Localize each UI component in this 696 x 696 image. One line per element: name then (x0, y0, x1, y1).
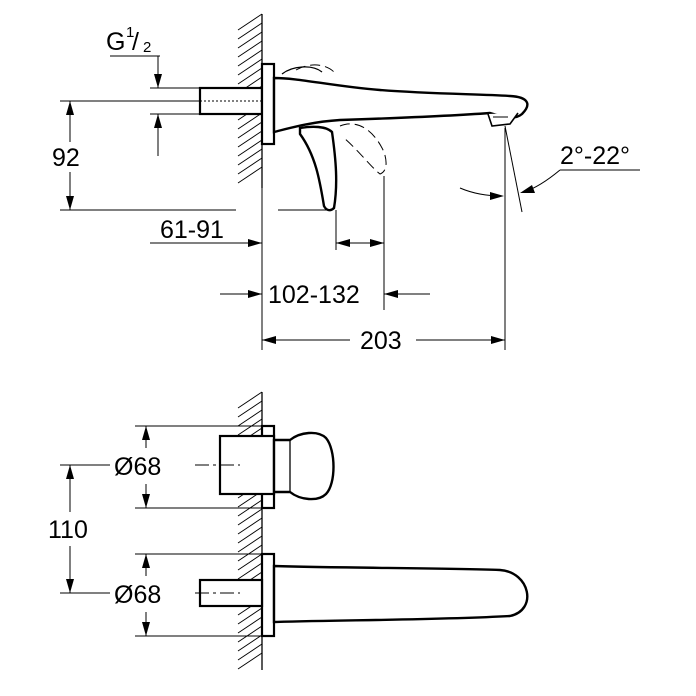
side-view: G 1 / 2 92 61-91 (52, 13, 640, 355)
handle-assembly (218, 424, 335, 510)
wall-hatch-line (237, 526, 263, 544)
wall-hatch-line (237, 31, 263, 49)
wall-hatch-line (237, 400, 263, 418)
wall-hatch-line (237, 49, 263, 67)
lever-range-label: 102-132 (268, 281, 360, 309)
lever-handle (298, 125, 338, 212)
lever-alt-position (339, 123, 387, 175)
wall-hatch-line (237, 634, 263, 652)
wall-hatch-line (237, 112, 263, 130)
wall-hatch-line (237, 22, 263, 40)
svg-text:/: / (132, 28, 139, 56)
projection-label: 203 (360, 327, 402, 355)
wall-hatch-line (237, 652, 263, 670)
angle-dimension: 2°-22° (459, 125, 640, 213)
spout-body (272, 76, 529, 134)
wall-hatch-line (237, 544, 263, 562)
wall-hatch-line (237, 13, 263, 31)
wall-hatch-line (237, 121, 263, 139)
wall-hatch-line (237, 409, 263, 427)
wall-hatch-line (237, 616, 263, 634)
thread-dimension: G 1 / 2 (106, 24, 200, 156)
angle-label: 2°-22° (560, 142, 630, 170)
wall-hatch-line (237, 391, 263, 409)
wall-hatch-line (237, 562, 263, 580)
side-rosette (260, 62, 276, 146)
wall-hatch-line (237, 148, 263, 166)
spout-top-view (198, 552, 529, 638)
wall-hatch-line (237, 139, 263, 157)
front-wall (237, 391, 263, 670)
top-diameter-dimension: Ø68 (114, 425, 262, 509)
inlet-pipe (198, 86, 264, 116)
wall-hatch-line (237, 130, 263, 148)
bottom-diameter-label: Ø68 (114, 581, 161, 609)
height-dimension: 92 (52, 100, 330, 211)
wall-hatch-line (237, 157, 263, 175)
lever-range-dimension: 102-132 (220, 176, 430, 310)
spacing-dimension: 110 (48, 464, 110, 594)
wall-hatch-line (237, 418, 263, 436)
wall-hatch-line (237, 40, 263, 58)
wall-hatch-line (237, 58, 263, 76)
height-label: 92 (52, 144, 80, 172)
thread-label: G (106, 28, 125, 56)
spacing-label: 110 (48, 516, 88, 544)
thread-fraction-den: 2 (143, 39, 151, 56)
wall-hatch-line (237, 535, 263, 553)
wall-hatch-line (237, 517, 263, 535)
wall-hatch-line (237, 643, 263, 661)
wall-hatch-line (237, 508, 263, 526)
wall-hatch-line (237, 166, 263, 184)
wall-hatch-line (237, 625, 263, 643)
wall-hatch-line (237, 553, 263, 571)
wall-offset-dimension: 61-91 (150, 188, 263, 350)
thread-fraction-num: 1 (126, 24, 134, 41)
wall-hatch-line (237, 607, 263, 625)
wall-hatch-line (237, 67, 263, 85)
aerator (487, 112, 519, 127)
front-view: Ø68 Ø68 110 (48, 391, 529, 670)
wall-offset-label: 61-91 (160, 216, 224, 244)
top-diameter-label: Ø68 (114, 453, 161, 481)
projection-dimension: 203 (262, 128, 506, 355)
bottom-diameter-dimension: Ø68 (114, 553, 262, 637)
